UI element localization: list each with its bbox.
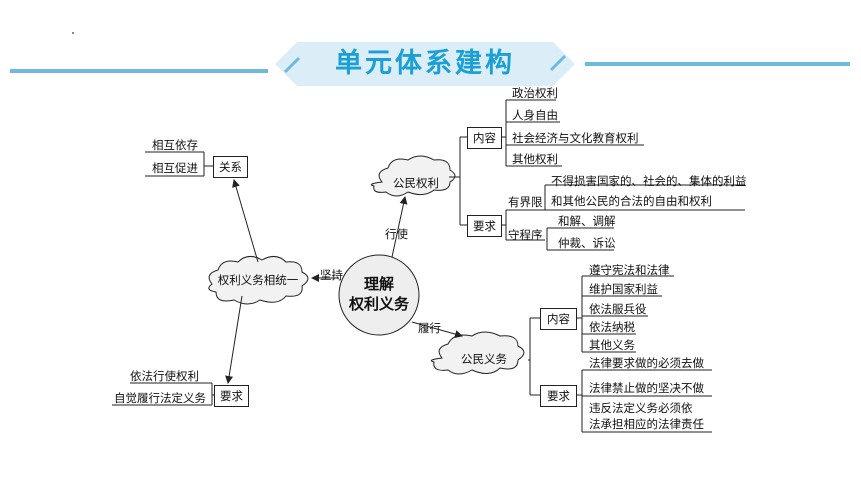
duties-requirement-item-2: 法律禁止做的坚决不做 [589,381,704,395]
rights-limited-line-2: 和其他公民的合法的自由和权利 [551,194,712,208]
center-title-line1: 理解 [363,275,394,293]
center-title-line2: 权利义务 [348,295,409,313]
banner-bar-left [10,69,268,73]
rights-limited-label: 有界限 [508,195,543,209]
duties-content-item-5: 其他义务 [589,338,635,352]
cloud-citizen-duties: 公民义务 [461,352,507,366]
relation-item-2: 相互促进 [152,161,198,175]
banner-shape [275,42,575,86]
rights-content-item-4: 其他权利 [512,152,558,166]
box-duties-requirement: 要求 [540,385,577,407]
speck [72,32,74,34]
box-rights-requirement: 要求 [467,215,502,237]
duties-content-item-3: 依法服兵役 [589,302,647,316]
connector-adhere: 坚持 [320,268,343,282]
rights-procedure-item-2: 仲裁、诉讼 [558,236,616,250]
rights-content-item-3: 社会经济与文化教育权利 [512,131,639,145]
duties-requirement-item-1: 法律要求做的必须去做 [589,356,704,370]
left-requirement-item-2: 自觉履行法定义务 [114,391,206,405]
rights-procedure-label: 守程序 [508,228,543,242]
duties-content-item-2: 维护国家利益 [589,282,658,296]
duties-requirement-item-3-line-2: 法承担相应的法律责任 [589,417,704,431]
connector-fulfill: 履行 [418,321,441,335]
duties-requirement-item-3-line-1: 违反法定义务必须依 [589,401,693,415]
relation-item-1: 相互依存 [152,138,198,152]
page-title: 单元体系建构 [335,48,515,79]
duties-content-item-1: 遵守宪法和法律 [589,263,670,277]
box-relation: 关系 [213,156,248,178]
duties-content-item-4: 依法纳税 [589,320,635,334]
box-left-requirement: 要求 [214,385,249,407]
rights-content-item-2: 人身自由 [512,108,558,122]
cloud-rights-duties-unity: 权利义务相统一 [217,273,299,287]
connector-exercise: 行使 [385,227,408,241]
rights-content-item-1: 政治权利 [512,86,558,100]
rights-procedure-item-1: 和解、调解 [558,214,616,228]
box-duties-content: 内容 [540,308,577,330]
cloud-citizen-rights: 公民权利 [393,176,439,190]
left-requirement-item-1: 依法行使权利 [130,369,199,383]
rights-limited-line-1: 不得损害国家的、社会的、集体的利益 [551,174,747,188]
banner-bar-right [585,62,850,66]
box-rights-content: 内容 [467,127,502,149]
